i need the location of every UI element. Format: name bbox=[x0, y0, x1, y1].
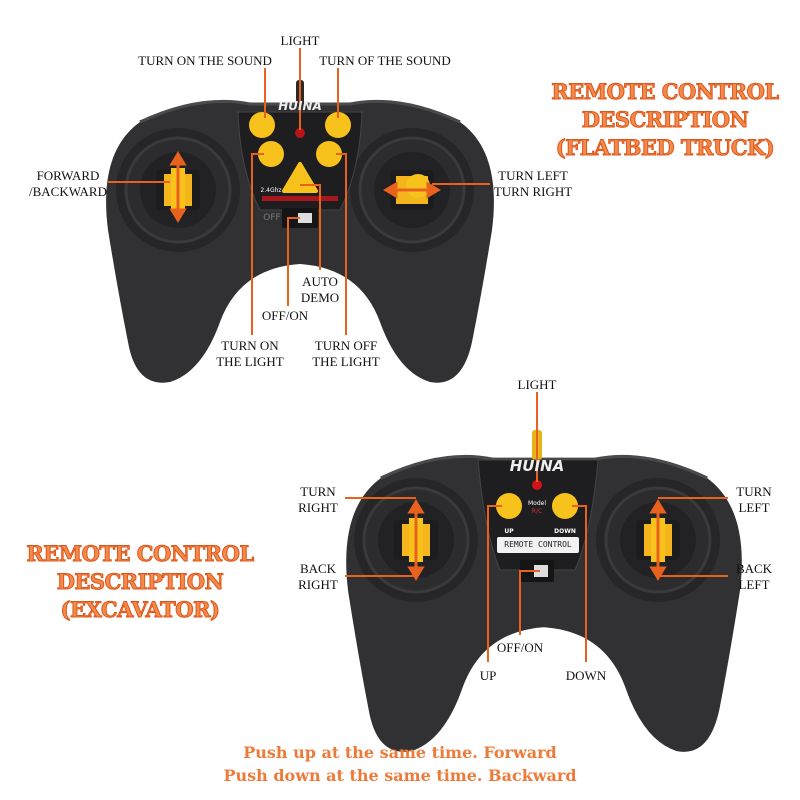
title-line: REMOTE CONTROL bbox=[26, 541, 255, 567]
label-line: TURN ON bbox=[221, 338, 279, 353]
light-led bbox=[532, 480, 542, 490]
panel-text: REMOTE CONTROL bbox=[504, 540, 572, 549]
power-switch[interactable] bbox=[534, 565, 548, 577]
up-button[interactable] bbox=[496, 493, 522, 519]
light-led bbox=[295, 128, 305, 138]
label-line: TURN OFF bbox=[314, 338, 378, 353]
label-forward-backward: FORWARD/BACKWARD bbox=[28, 168, 108, 200]
title-line: (EXCAVATOR) bbox=[60, 597, 220, 623]
label-line: THE LIGHT bbox=[312, 354, 380, 369]
label-line: FORWARD bbox=[36, 168, 100, 183]
sound-on-button[interactable] bbox=[249, 112, 275, 138]
label-line: TURN bbox=[300, 484, 336, 499]
label-light: LIGHT bbox=[280, 33, 320, 48]
label-line: LEFT bbox=[738, 577, 770, 592]
label-up: UP bbox=[479, 668, 497, 683]
frequency-label: 2.4Ghz bbox=[260, 187, 282, 194]
light-on-button[interactable] bbox=[258, 141, 284, 167]
model-text: Model bbox=[527, 500, 546, 507]
excavator-controller bbox=[344, 392, 744, 754]
power-switch[interactable] bbox=[298, 213, 312, 223]
label-line: RIGHT bbox=[298, 500, 338, 515]
title-line: (FLATBED TRUCK) bbox=[555, 135, 775, 161]
title-line: REMOTE CONTROL bbox=[551, 79, 780, 105]
title-line: DESCRIPTION bbox=[581, 107, 749, 133]
label-off-on: OFF/ON bbox=[261, 308, 309, 323]
brand-logo: HUINA bbox=[278, 99, 322, 113]
footer-forward-note: Push up at the same time. Forward bbox=[243, 743, 557, 762]
switch-label: OFF bbox=[263, 213, 281, 223]
sound-off-button[interactable] bbox=[325, 112, 351, 138]
light-off-button[interactable] bbox=[316, 141, 342, 167]
label-line: TURN bbox=[736, 484, 772, 499]
label-line: TURN LEFT bbox=[498, 168, 568, 183]
up-button-label: UP bbox=[504, 528, 514, 535]
brand-logo: HUINA bbox=[509, 457, 565, 475]
label-down: DOWN bbox=[565, 668, 607, 683]
label-line: AUTO bbox=[302, 274, 338, 289]
label-sound-off: TURN OF THE SOUND bbox=[319, 53, 451, 68]
label-line: TURN RIGHT bbox=[493, 184, 573, 199]
label-line: LEFT bbox=[738, 500, 770, 515]
label-line: BACK bbox=[735, 561, 773, 576]
label-line: THE LIGHT bbox=[216, 354, 284, 369]
label-light: LIGHT bbox=[517, 377, 557, 392]
label-line: BACK bbox=[299, 561, 337, 576]
model-rc-text: R/C bbox=[531, 508, 543, 515]
label-line: /BACKWARD bbox=[28, 184, 107, 199]
label-sound-on: TURN ON THE SOUND bbox=[138, 53, 272, 68]
label-line: DEMO bbox=[300, 290, 340, 305]
truck-controller bbox=[104, 48, 496, 385]
down-button[interactable] bbox=[552, 493, 578, 519]
footer-backward-note: Push down at the same time. Backward bbox=[223, 766, 577, 785]
label-off-on: OFF/ON bbox=[496, 640, 544, 655]
title-line: DESCRIPTION bbox=[56, 569, 224, 595]
label-line: RIGHT bbox=[298, 577, 338, 592]
down-button-label: DOWN bbox=[554, 528, 576, 535]
